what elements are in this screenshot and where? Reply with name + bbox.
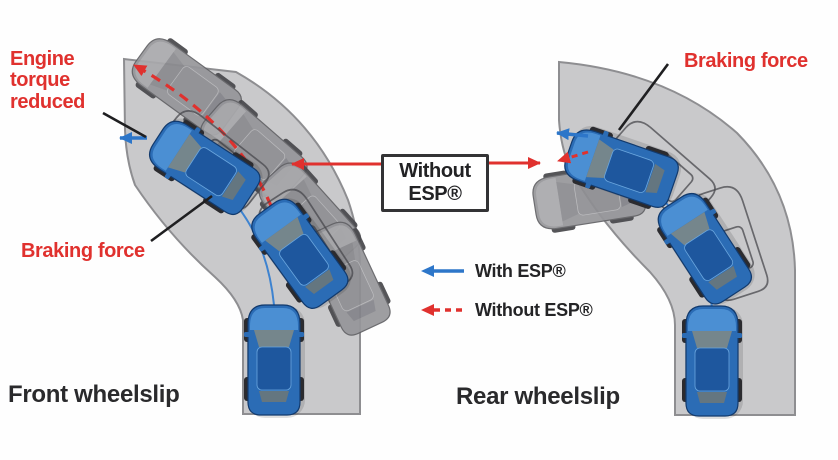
esp-car-left-bottom <box>243 304 306 419</box>
without-esp-box: Without ESP® <box>381 154 489 212</box>
legend-item-without-esp: Without ESP® <box>420 299 593 321</box>
braking-force-right-pointer-line <box>617 63 670 131</box>
caption-front-wheelslip: Front wheelslip <box>8 381 180 408</box>
without-esp-box-label: Without ESP® <box>399 160 471 205</box>
without-esp-arrow-icon <box>421 304 464 316</box>
trajectory-without-esp-left <box>133 63 279 223</box>
legend-item-with-esp: With ESP® <box>420 260 593 282</box>
with-esp-arrow-icon <box>421 265 464 277</box>
without-esp-arrow-right-panel <box>557 150 589 164</box>
braking-force-left-label: Braking force <box>21 240 145 262</box>
esp-car-right-bottom <box>681 305 744 420</box>
braking-force-right-label: Braking force <box>684 50 808 72</box>
braking-force-left-pointer-line <box>150 194 213 243</box>
legend-without-esp-label: Without ESP® <box>475 299 593 320</box>
engine-torque-pointer-line <box>102 111 147 139</box>
caption-rear-wheelslip: Rear wheelslip <box>456 383 620 410</box>
engine-torque-label: Engine torque reduced <box>10 48 86 113</box>
with-esp-arrow-right-panel <box>556 128 589 141</box>
legend-with-esp-label: With ESP® <box>475 260 566 281</box>
legend: With ESP® Without ESP® <box>420 260 593 338</box>
